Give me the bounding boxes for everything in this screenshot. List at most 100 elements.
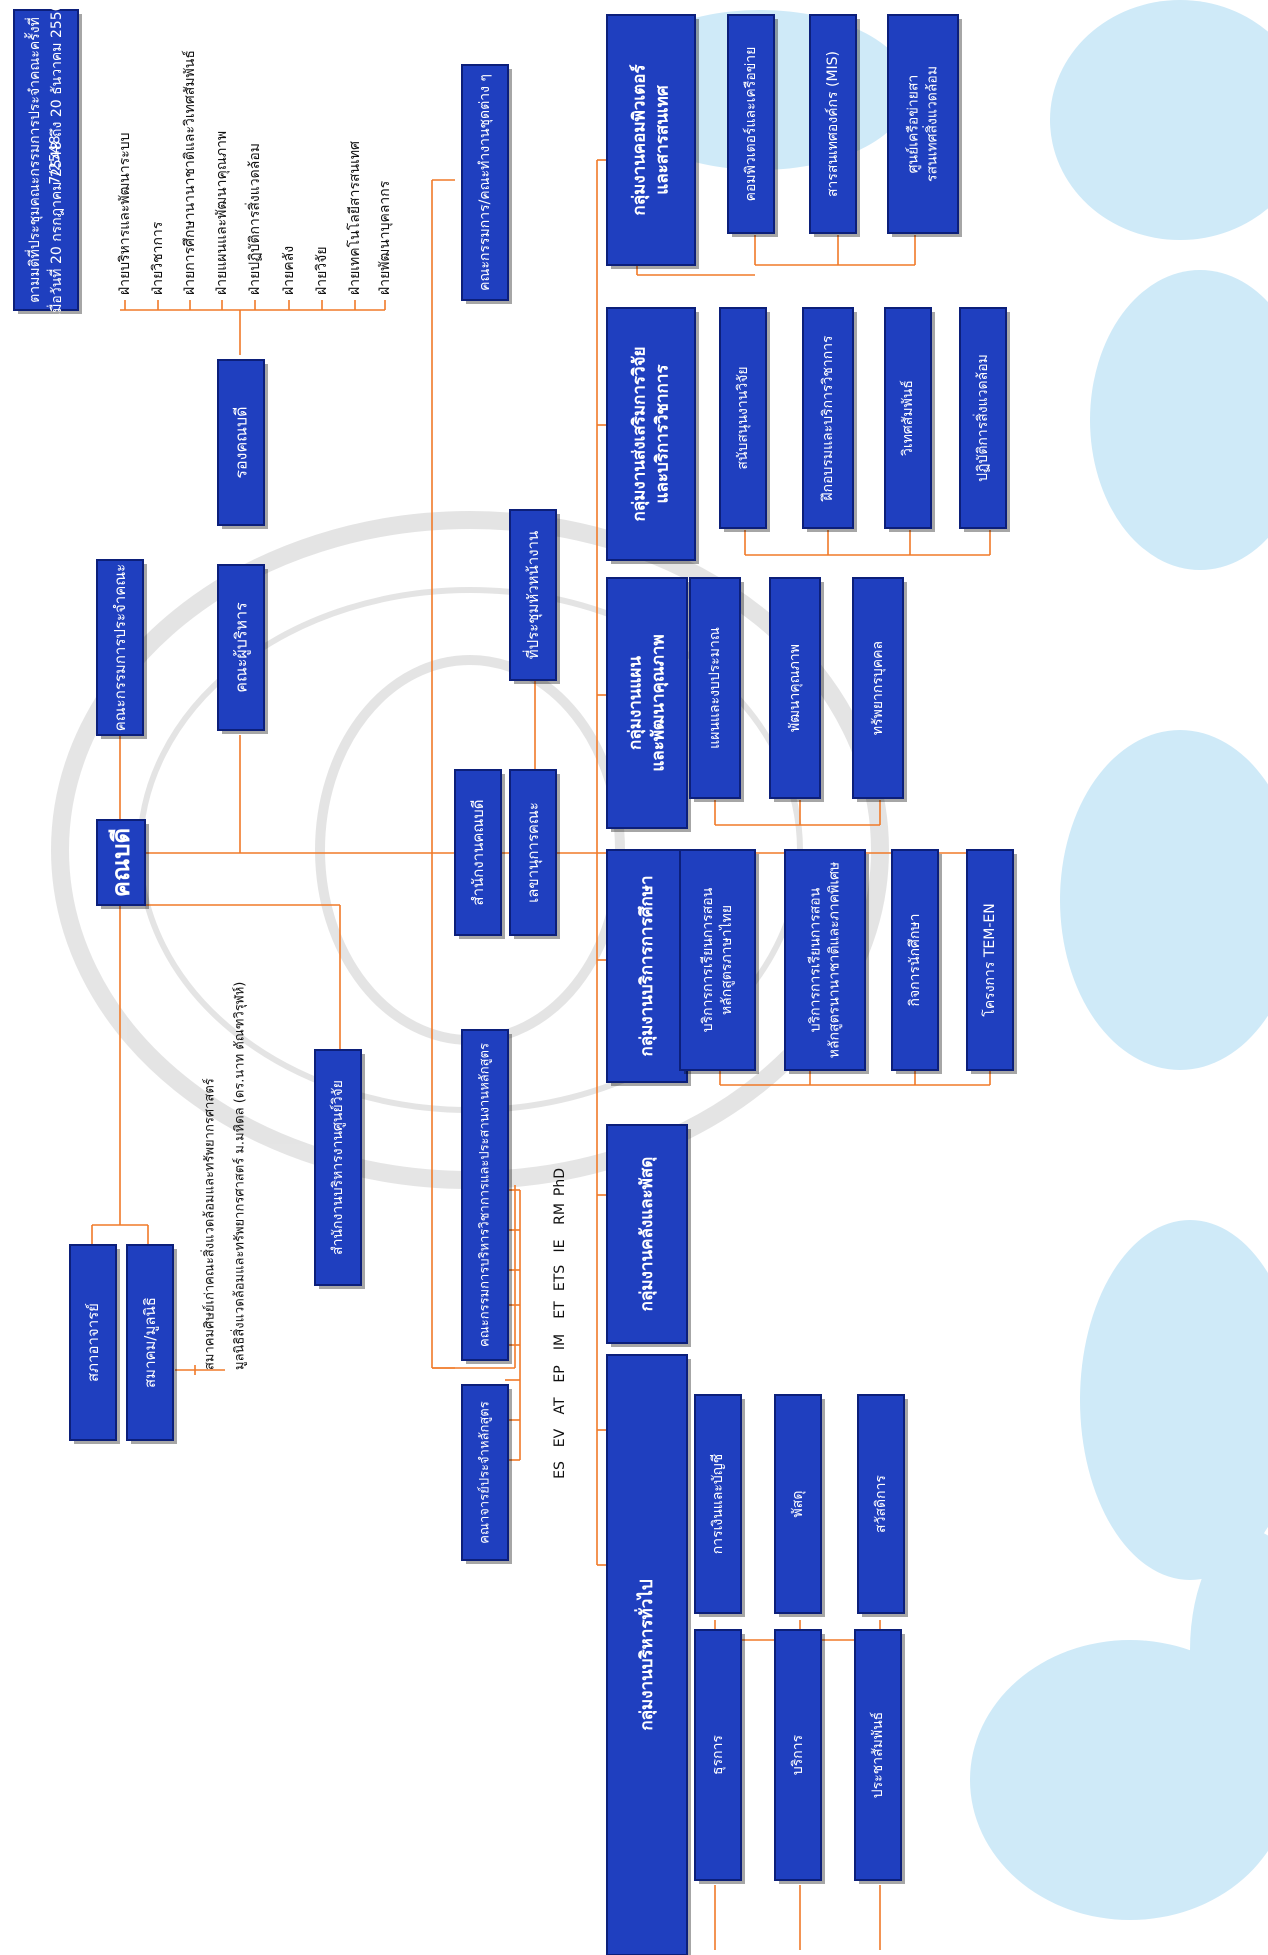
unit-3-sub-1-label: หลักสูตรภาษาไทย xyxy=(718,905,735,1015)
program-ET: ET xyxy=(552,1301,568,1319)
foundation-label: มูลนิธิสิ่งแวดล้อมและทรัพยากรศาสตร์ ม.มห… xyxy=(231,982,248,1370)
unit-group-5-label: และบริการวิชาการ xyxy=(652,364,672,504)
unit-3-sub-1: บริการการเรียนการสอนหลักสูตรภาษาไทย xyxy=(679,849,759,1074)
unit-group-6: กลุ่มงานคอมพิวเตอร์และสารสนเทศ xyxy=(606,14,699,269)
association-foundation-box-label: สมาคม/มูลนิธิ xyxy=(141,1297,159,1388)
unit-6-sub-1: คอมพิวเตอร์และเครือข่าย xyxy=(727,14,778,237)
unit-group-6-label: และสารสนเทศ xyxy=(652,84,672,195)
unit-2-sub-2-label: พัสดุ xyxy=(790,1491,806,1518)
program-PhD: PhD xyxy=(552,1168,568,1196)
unit-6-sub-2: สารสนเทศองค์กร (MIS) xyxy=(809,14,860,237)
program-IE: IE xyxy=(552,1240,568,1253)
unit-group-6-label: กลุ่มงานคอมพิวเตอร์ xyxy=(629,64,650,216)
faculty-board-box-label: คณะกรรมการประจำคณะ xyxy=(111,564,129,732)
faculty-senate-box-label: สภาอาจารย์ xyxy=(84,1303,102,1382)
unit-5-sub-3: วิเทศสัมพันธ์ xyxy=(884,307,935,532)
unit-5-sub-2: ฝึกอบรมและบริการวิชาการ xyxy=(802,307,857,532)
unit-6-sub-1-label: คอมพิวเตอร์และเครือข่าย xyxy=(742,47,759,202)
unit-group-4: กลุ่มงานแผนและพัฒนาคุณภาพ xyxy=(606,577,691,832)
unit-group-2-label: กลุ่มงานคลังและพัสดุ xyxy=(637,1157,657,1312)
program-EV: EV xyxy=(552,1428,568,1447)
head-meeting-box: ที่ประชุมหัวหน้างาน xyxy=(509,509,560,684)
unit-1-sub-3: ประชาสัมพันธ์ xyxy=(854,1629,905,1884)
vice-dean-division-6: ฝ่ายคลัง xyxy=(281,246,297,295)
unit-4-sub-1: แผนและงบประมาณ xyxy=(689,577,744,802)
unit-4-sub-1-label: แผนและงบประมาณ xyxy=(707,627,723,749)
dean-box: คณบดี xyxy=(96,819,149,909)
unit-3-sub-2-label: บริการการเรียนการสอน xyxy=(808,887,824,1032)
program-IM: IM xyxy=(552,1334,568,1350)
unit-group-3-label: กลุ่มงานบริการการศึกษา xyxy=(637,875,657,1056)
unit-4-sub-3: ทรัพยากรบุคคล xyxy=(852,577,907,802)
unit-1-sub-3-label: ประชาสัมพันธ์ xyxy=(869,1712,886,1798)
background-clouds xyxy=(610,0,1268,1920)
curriculum-committee-box-label: คณะกรรมการบริหารวิชาการและประสานงานหลักส… xyxy=(478,1043,493,1347)
unit-5-sub-3-label: วิเทศสัมพันธ์ xyxy=(899,380,916,456)
faculty-board-box: คณะกรรมการประจำคณะ xyxy=(96,559,147,739)
unit-6-sub-2-label: สารสนเทศองค์กร (MIS) xyxy=(824,51,841,197)
unit-group-2: กลุ่มงานคลังและพัสดุ xyxy=(606,1124,691,1347)
unit-2-sub-2: พัสดุ xyxy=(774,1394,825,1617)
faculty-secretary-box-label: เลขานุการคณะ xyxy=(524,802,543,903)
unit-group-1-label: กลุ่มงานบริหารทั่วไป xyxy=(634,1579,657,1730)
header-note: ตามมติที่ประชุมคณะกรรมการประจำคณะครั้งที… xyxy=(13,2,82,318)
unit-3-sub-2-label: หลักสูตรนานาชาติและภาคพิเศษ xyxy=(826,862,842,1058)
unit-6-sub-3-label: รสนเทศสิ่งแวดล้อม xyxy=(922,66,940,182)
unit-3-sub-4-label: โครงการ TEM-EN xyxy=(981,903,998,1016)
unit-1-sub-1: ธุรการ xyxy=(694,1629,745,1884)
program-staff-box-label: คณาจารย์ประจำหลักสูตร xyxy=(477,1401,493,1543)
program-EP: EP xyxy=(552,1365,568,1382)
unit-3-sub-2: บริการการเรียนการสอนหลักสูตรนานาชาติและภ… xyxy=(784,849,869,1074)
unit-3-sub-1-label: บริการการเรียนการสอน xyxy=(700,887,716,1032)
vice-dean-division-1: ฝ่ายบริหารและพัฒนาระบบ xyxy=(117,132,133,295)
unit-group-1: กลุ่มงานบริหารทั่วไป xyxy=(606,1354,691,1955)
committees-box: คณะกรรมการ/คณะทำงานชุดต่าง ๆ xyxy=(461,64,512,304)
unit-2-sub-3: สวัสดิการ xyxy=(857,1394,908,1617)
program-staff-box: คณาจารย์ประจำหลักสูตร xyxy=(461,1384,512,1564)
unit-3-sub-4: โครงการ TEM-EN xyxy=(966,849,1017,1074)
unit-3-sub-3: กิจการนักศึกษา xyxy=(891,849,942,1074)
unit-4-sub-3-label: ทรัพยากรบุคคล xyxy=(870,641,886,735)
dean-office-box: สำนักงานคณบดี xyxy=(454,769,505,939)
unit-3-sub-3-label: กิจการนักศึกษา xyxy=(907,913,923,1006)
vice-dean-box: รองคณบดี xyxy=(217,359,268,529)
unit-6-sub-3-label: ศูนย์เครือข่ายสา xyxy=(905,75,922,174)
program-AT: AT xyxy=(552,1397,568,1414)
vice-dean-division-2: ฝ่ายวิชาการ xyxy=(150,221,166,295)
program-ETS: ETS xyxy=(552,1265,568,1291)
vice-dean-division-3: ฝ่ายการศึกษานานาชาติและวิเทศสัมพันธ์ xyxy=(181,50,198,295)
unit-5-sub-1-label: สนับสนุนงานวิจัย xyxy=(735,366,751,469)
unit-2-sub-1-label: การเงินและบัญชี xyxy=(710,1454,726,1555)
vice-dean-division-9: ฝ่ายพัฒนาบุคลากร xyxy=(377,180,393,295)
unit-1-sub-2: บริการ xyxy=(774,1629,825,1884)
program-ES: ES xyxy=(552,1461,568,1479)
vice-dean-division-8: ฝ่ายเทคโนโลยีสารสนเทศ xyxy=(346,141,363,295)
header-note-label: ตามมติที่ประชุมคณะกรรมการประจำคณะครั้งที… xyxy=(24,17,43,303)
unit-1-sub-1-label: ธุรการ xyxy=(710,1735,726,1775)
unit-5-sub-2-label: ฝึกอบรมและบริการวิชาการ xyxy=(820,335,836,502)
vice-dean-division-4: ฝ่ายแผนและพัฒนาคุณภาพ xyxy=(214,131,230,295)
unit-2-sub-1: การเงินและบัญชี xyxy=(694,1394,745,1617)
program-RM: RM xyxy=(552,1203,568,1225)
head-meeting-box-label: ที่ประชุมหัวหน้างาน xyxy=(522,531,543,659)
unit-6-sub-3: ศูนย์เครือข่ายสารสนเทศสิ่งแวดล้อม xyxy=(887,14,962,237)
vice-dean-box-label: รองคณบดี xyxy=(232,406,251,478)
executive-committee-box-label: คณะผู้บริหาร xyxy=(232,602,252,693)
unit-5-sub-1: สนับสนุนงานวิจัย xyxy=(719,307,770,532)
executive-committee-box: คณะผู้บริหาร xyxy=(217,564,268,734)
unit-2-sub-3-label: สวัสดิการ xyxy=(873,1475,889,1533)
alumni-association-label: สมาคมศิษย์เก่าคณะสิ่งแวดล้อมและทรัพยากรศ… xyxy=(201,1078,218,1370)
research-center-office-box-label: สำนักงานบริหารงานศูนย์วิจัย xyxy=(329,1080,346,1255)
unit-group-4-label: กลุ่มงานแผน xyxy=(626,656,646,750)
unit-group-4-label: และพัฒนาคุณภาพ xyxy=(648,634,668,771)
header-note-date: เมื่อวันที่ 20 กรกฎาคม 2548 ถึง 20 ธันวา… xyxy=(47,2,65,317)
dean-box-label: คณบดี xyxy=(107,828,135,897)
unit-group-3: กลุ่มงานบริการการศึกษา xyxy=(606,849,691,1086)
curriculum-committee-box: คณะกรรมการบริหารวิชาการและประสานงานหลักส… xyxy=(461,1029,512,1364)
header-note-label: 7/2548 xyxy=(47,135,63,184)
faculty-secretary-box: เลขานุการคณะ xyxy=(509,769,560,939)
committees-box-label: คณะกรรมการ/คณะทำงานชุดต่าง ๆ xyxy=(477,74,493,291)
vice-dean-division-7: ฝ่ายวิจัย xyxy=(314,246,330,295)
unit-group-5: กลุ่มงานส่งเสริมการวิจัยและบริการวิชาการ xyxy=(606,307,699,564)
